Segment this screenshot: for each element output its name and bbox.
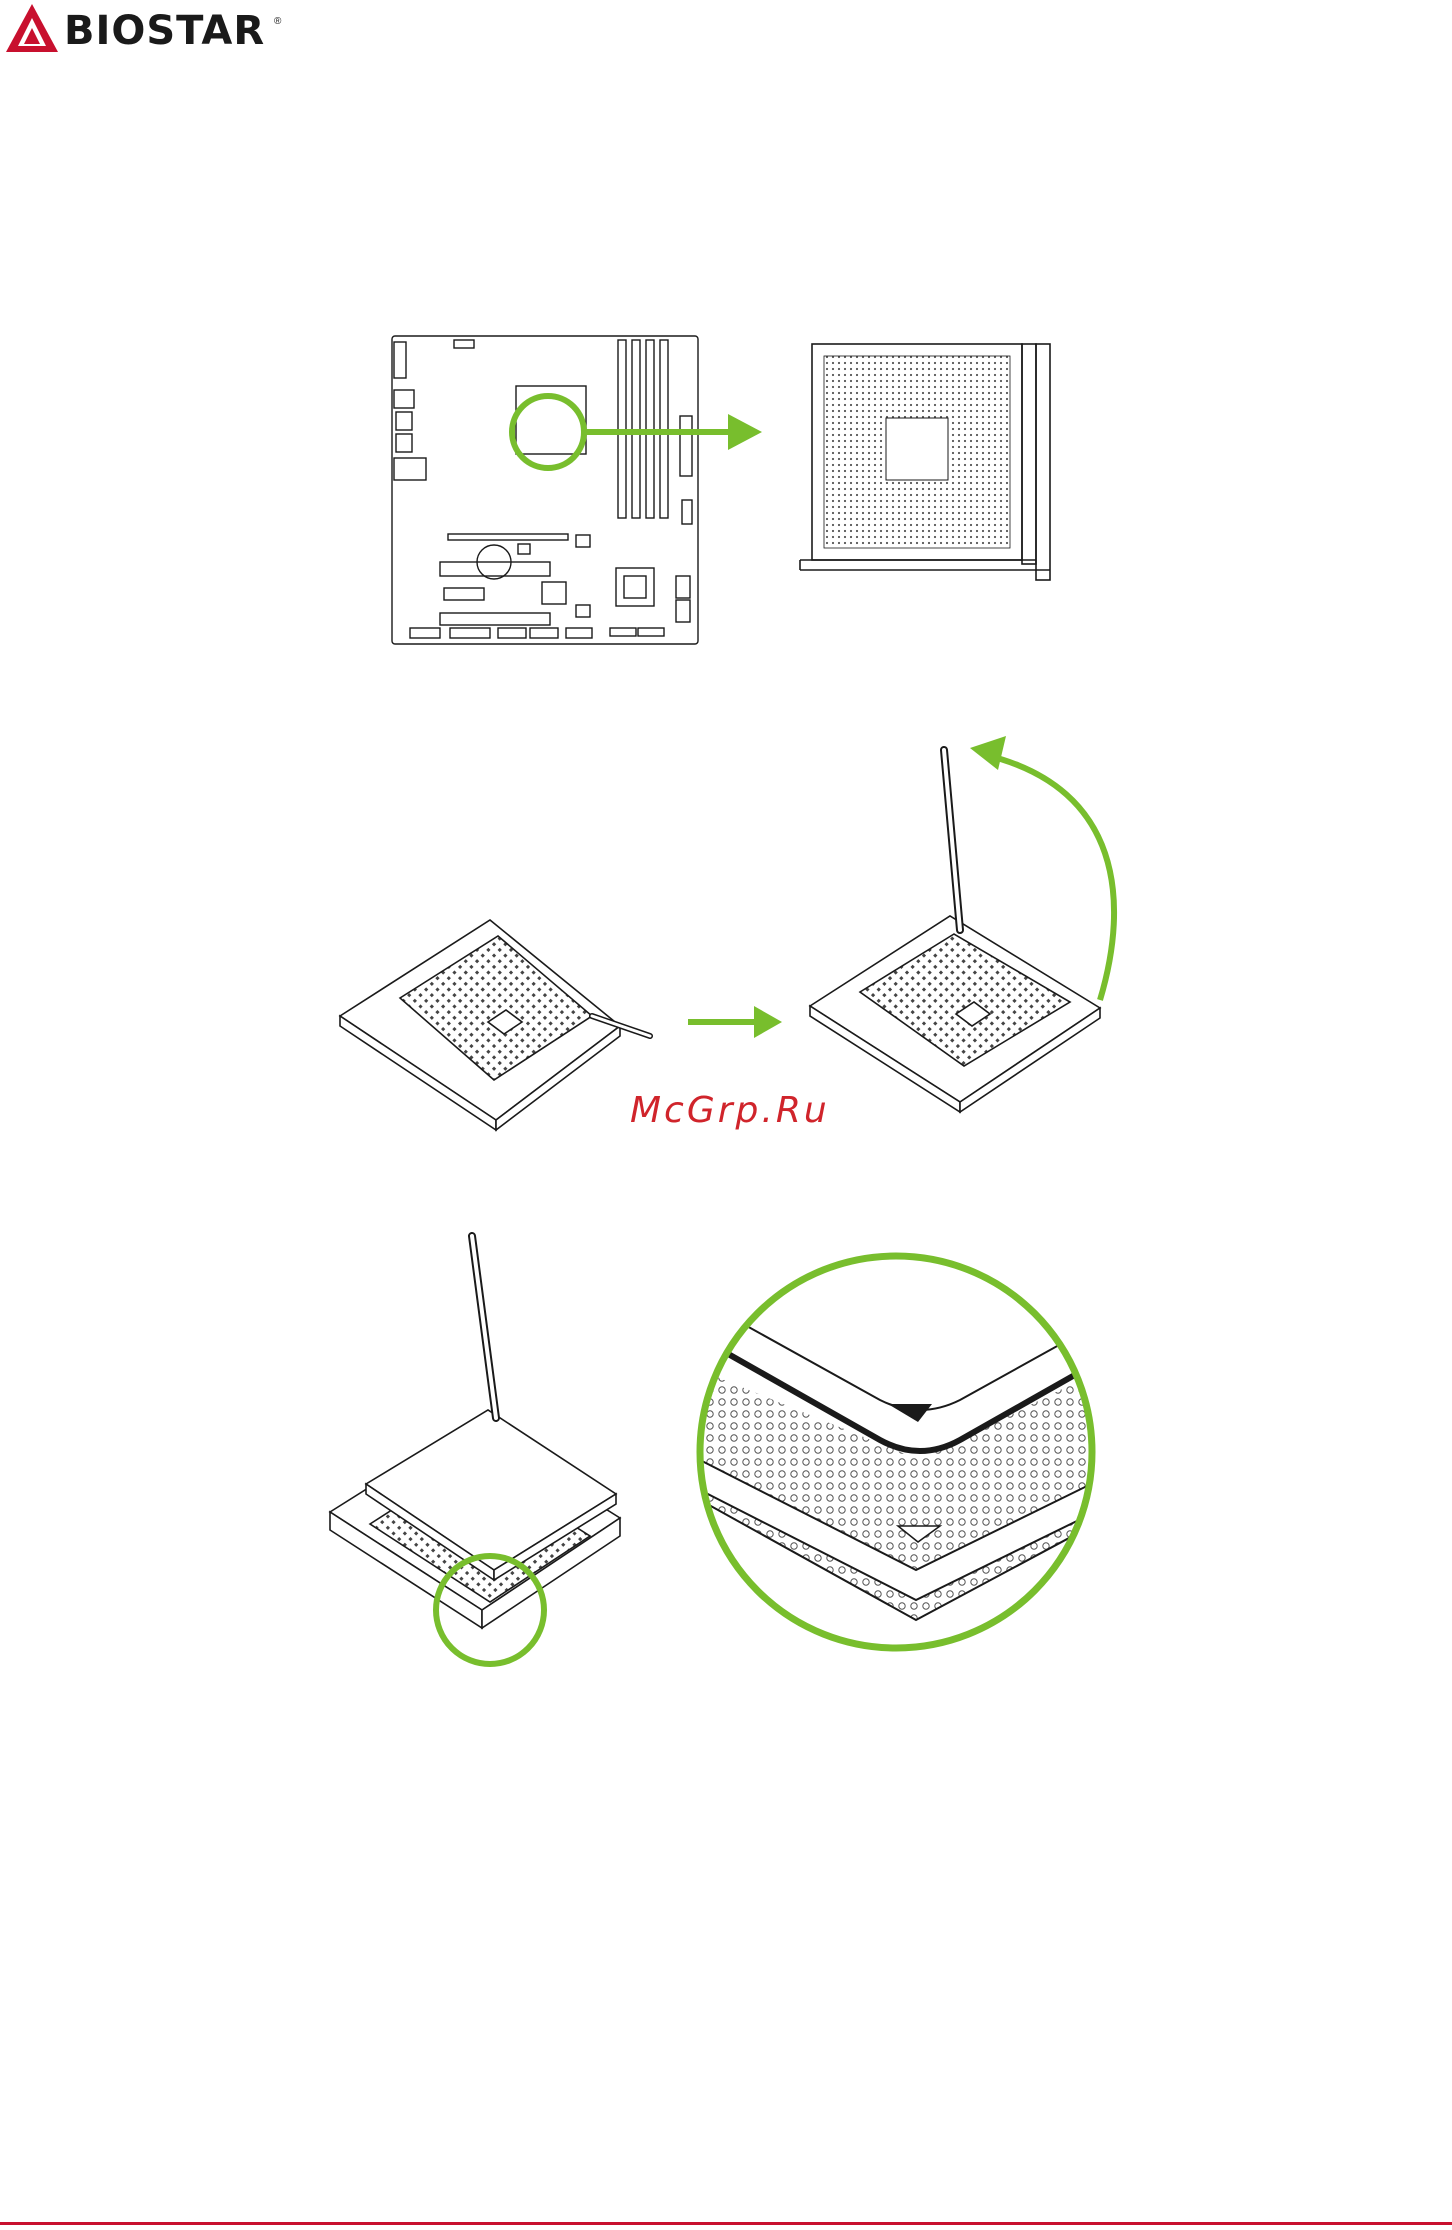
watermark-text: McGrp.Ru (630, 1090, 830, 1131)
figure-motherboard-socket (380, 330, 1100, 650)
green-circle-highlight (512, 396, 584, 468)
registered-mark: ® (274, 16, 281, 27)
footer-rule (0, 2222, 1452, 2225)
motherboard-outline (392, 336, 698, 644)
right-arrow-icon (728, 414, 762, 450)
brand-name: BIOSTAR (64, 8, 265, 54)
figure-cpu-alignment (320, 1240, 1120, 1680)
biostar-logo: BIOSTAR ® (4, 2, 294, 56)
figure-socket-lever (330, 730, 1150, 1150)
biostar-logo-icon (4, 2, 60, 54)
right-arrow-icon (754, 1006, 782, 1038)
